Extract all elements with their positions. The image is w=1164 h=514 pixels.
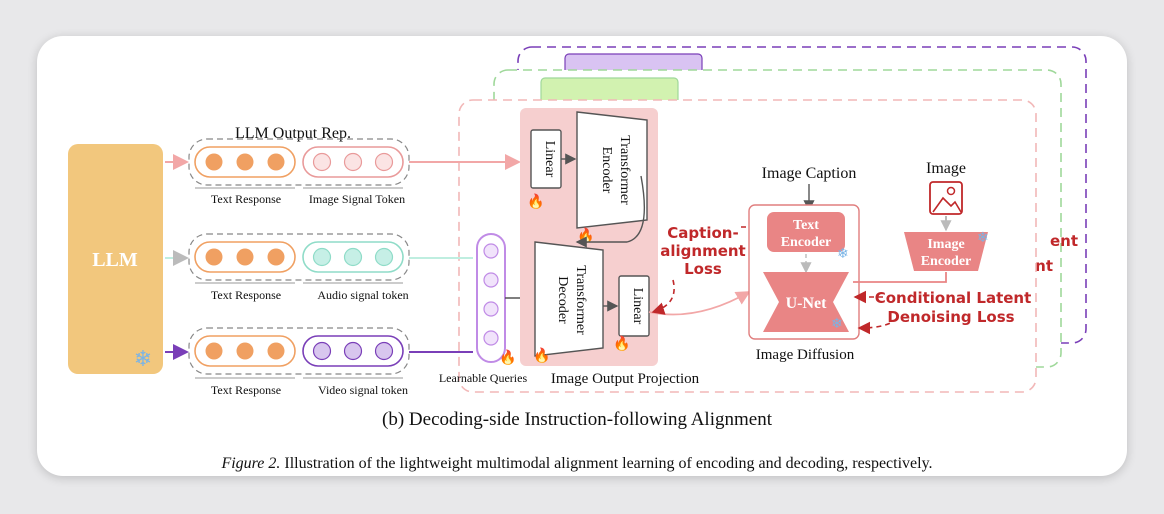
image-output-projection-label: Image Output Projection	[551, 371, 700, 387]
figure-card: ent ent LLM ❄ LLM Output Rep. Text Respo…	[37, 36, 1127, 476]
caption-loss-line2: alignment	[660, 242, 745, 260]
row1-text-token-2	[236, 153, 254, 171]
row2-text-token-2	[236, 248, 254, 266]
text-encoder-line2: Encoder	[781, 235, 832, 250]
row2-signal-token-1	[312, 247, 332, 267]
row1-text-token-3	[267, 153, 285, 171]
transformer-decoder-box	[534, 241, 604, 357]
image-diffusion-label: Image Diffusion	[756, 347, 855, 363]
latent-loss-line2: Denoising Loss	[887, 308, 1014, 326]
row2-signal-token-3	[374, 247, 394, 267]
encoder-linear-label: Linear	[542, 141, 557, 178]
row2-left-label: Text Response	[211, 288, 281, 302]
image-icon	[929, 181, 963, 215]
figure-caption: Figure 2. Illustration of the lightweigh…	[220, 455, 932, 472]
caption-loss-to-linear	[651, 279, 675, 315]
flame-icon-encoder-linear: 🔥	[527, 193, 544, 210]
image-encoder-line2: Encoder	[921, 254, 972, 269]
row2-signal-tokens	[302, 241, 404, 273]
encoder-label-line2: Encoder	[599, 147, 614, 194]
row3-signal-token-2	[343, 341, 363, 361]
row2-signal-token-2	[343, 247, 363, 267]
decoding-diagram: ent ent LLM ❄ LLM Output Rep. Text Respo…	[68, 46, 1087, 472]
decoder-label-line1: Transformer	[573, 265, 588, 335]
snowflake-icon: ❄	[134, 346, 152, 371]
query-token-3	[483, 301, 499, 317]
row2-outer-box	[188, 233, 410, 281]
decoder-linear-box	[618, 275, 650, 337]
row2-text-token-3	[267, 248, 285, 266]
figure-caption-text: Illustration of the lightweight multimod…	[284, 455, 932, 472]
encoder-to-decoder-arrow	[575, 175, 646, 248]
encoder-label-line1: Transformer	[617, 135, 632, 205]
caption-loss-line1: Caption-	[667, 224, 738, 242]
learnable-queries-label: Learnable Queries	[439, 371, 528, 385]
row3-signal-token-3	[374, 341, 394, 361]
transformer-encoder-box	[576, 111, 648, 229]
snowflake-icon-image-encoder: ❄	[977, 231, 989, 246]
image-label: Image	[926, 160, 966, 177]
snowflake-icon-unet: ❄	[831, 317, 843, 332]
row3-text-token-2	[236, 342, 254, 360]
latent-loss-to-unet-arrow-2	[857, 317, 898, 335]
row1-signal-token-1	[312, 152, 332, 172]
query-token-1	[483, 243, 499, 259]
image-encoder-line1: Image	[927, 237, 964, 252]
snowflake-icon-text-encoder: ❄	[837, 247, 849, 262]
figure-caption-label: Figure 2.	[220, 455, 280, 472]
query-token-4	[483, 330, 499, 346]
image-encoder-box	[904, 232, 988, 271]
row3-right-label: Video signal token	[318, 383, 408, 397]
row1-left-label: Text Response	[211, 192, 281, 206]
row1-signal-token-3	[374, 152, 394, 172]
row3-left-label: Text Response	[211, 383, 281, 397]
unet-label: U-Net	[786, 295, 828, 312]
image-encoder-to-unet-line	[853, 272, 947, 283]
decoder-linear-label: Linear	[630, 288, 645, 325]
row2-right-label: Audio signal token	[317, 288, 408, 302]
text-encoder-box	[767, 212, 845, 252]
latent-loss-line1: Conditional Latent	[875, 289, 1032, 307]
image-caption-label: Image Caption	[762, 165, 857, 182]
row1-right-label: Image Signal Token	[309, 192, 405, 206]
row1-text-tokens	[194, 146, 296, 178]
unet-shape	[763, 272, 849, 332]
back-loss-fragment-1: ent	[1050, 232, 1078, 250]
row1-signal-tokens	[302, 146, 404, 178]
subfigure-caption: (b) Decoding-side Instruction-following …	[382, 409, 773, 430]
decoder-label-line2: Decoder	[555, 276, 570, 324]
row3-signal-token-1	[312, 341, 332, 361]
caption-loss-line3: Loss	[684, 260, 722, 278]
row3-signal-tokens	[302, 335, 404, 367]
row3-text-token-3	[267, 342, 285, 360]
row1-text-token-1	[205, 153, 223, 171]
llm-output-title: LLM Output Rep.	[235, 125, 351, 142]
text-encoder-line1: Text	[793, 218, 819, 233]
row3-text-token-1	[205, 342, 223, 360]
row1-signal-token-2	[343, 152, 363, 172]
row2-text-tokens	[194, 241, 296, 273]
llm-label: LLM	[92, 249, 138, 271]
query-token-2	[483, 272, 499, 288]
flame-icon-decoder-linear: 🔥	[613, 335, 630, 352]
row2-text-token-1	[205, 248, 223, 266]
flame-icon-queries: 🔥	[499, 349, 516, 366]
row3-outer-box	[188, 327, 410, 375]
flame-icon-decoder: 🔥	[533, 347, 550, 364]
row3-text-tokens	[194, 335, 296, 367]
row1-outer-box	[188, 138, 410, 186]
llm-block	[68, 144, 163, 374]
